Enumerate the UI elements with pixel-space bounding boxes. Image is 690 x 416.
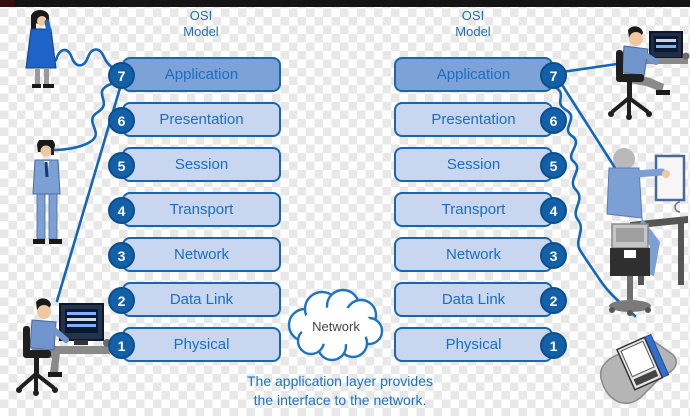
layer-label: Application — [436, 66, 511, 83]
top-border-accent — [0, 0, 14, 7]
layer-3-badge: 3 — [108, 242, 135, 269]
osi-title-right-line1: OSI — [461, 8, 485, 23]
osi-title-right-line2: Model — [455, 24, 491, 39]
layer-label: Network — [445, 246, 501, 263]
layer-label: Presentation — [159, 111, 244, 128]
caption-line2: the interface to the network. — [253, 392, 427, 408]
line-layer7-to-computer-right — [560, 62, 619, 74]
layer-physical-left: 1 Physical — [108, 327, 281, 362]
layer-label: Physical — [445, 336, 502, 353]
layer-datalink-right: 2 Data Link — [394, 282, 567, 317]
top-border-bar — [0, 0, 690, 7]
line-layer7-to-desk-user — [557, 78, 619, 173]
computer-user-right-illustration — [608, 26, 690, 120]
layer-presentation-left: 6 Presentation — [108, 102, 281, 137]
layer-transport-right: 4 Transport — [394, 192, 567, 227]
layer-network-right: 3 Network — [394, 237, 567, 272]
cord-layer7-to-handheld — [551, 84, 637, 318]
handheld-device-illustration — [599, 333, 677, 404]
osi-title-right: OSI Model — [413, 8, 533, 40]
caption: The application layer provides the inter… — [170, 372, 510, 410]
layer-2-badge: 2 — [108, 287, 135, 314]
layer-label: Data Link — [441, 291, 506, 308]
layer-7-badge: 7 — [108, 62, 135, 89]
layer-label: Data Link — [169, 291, 234, 308]
layer-label: Transport — [169, 201, 234, 218]
layer-label: Application — [164, 66, 239, 83]
layer-label: Physical — [173, 336, 230, 353]
layer-6-badge: 6 — [108, 107, 135, 134]
layer-label: Session — [174, 156, 229, 173]
man-on-phone-illustration — [32, 140, 62, 244]
osi-title-left-line1: OSI — [189, 8, 213, 23]
layer-transport-left: 4 Transport — [108, 192, 281, 227]
layer-network-left: 3 Network — [108, 237, 281, 272]
layer-presentation-right: 6 Presentation — [394, 102, 567, 137]
layer-4-badge: 4 — [540, 197, 567, 224]
cloud-label: Network — [312, 319, 360, 334]
layer-6-badge: 6 — [540, 107, 567, 134]
layer-5-badge: 5 — [108, 152, 135, 179]
cord-woman-to-layer7 — [54, 48, 119, 72]
computer-user-left-illustration — [16, 298, 111, 396]
osi-title-left-line2: Model — [183, 24, 219, 39]
layer-physical-right: 1 Physical — [394, 327, 567, 362]
layer-7-badge: 7 — [540, 62, 567, 89]
layer-2-badge: 2 — [540, 287, 567, 314]
woman-on-phone-illustration — [25, 10, 57, 88]
layer-application-left: 7 Application — [108, 57, 281, 92]
desk-user-illustration — [606, 148, 688, 316]
caption-line1: The application layer provides — [247, 373, 433, 389]
layer-application-right: 7 Application — [394, 57, 567, 92]
layer-session-right: 5 Session — [394, 147, 567, 182]
cord-man-to-layer7 — [51, 82, 113, 152]
layer-label: Presentation — [431, 111, 516, 128]
cloud-interior — [300, 307, 372, 345]
layer-label: Transport — [441, 201, 506, 218]
layer-1-badge: 1 — [108, 332, 135, 359]
layer-4-badge: 4 — [108, 197, 135, 224]
layer-label: Session — [446, 156, 501, 173]
layer-1-badge: 1 — [540, 332, 567, 359]
layer-session-left: 5 Session — [108, 147, 281, 182]
layer-3-badge: 3 — [540, 242, 567, 269]
layer-label: Network — [173, 246, 229, 263]
layer-5-badge: 5 — [540, 152, 567, 179]
osi-title-left: OSI Model — [141, 8, 261, 40]
layer-datalink-left: 2 Data Link — [108, 282, 281, 317]
